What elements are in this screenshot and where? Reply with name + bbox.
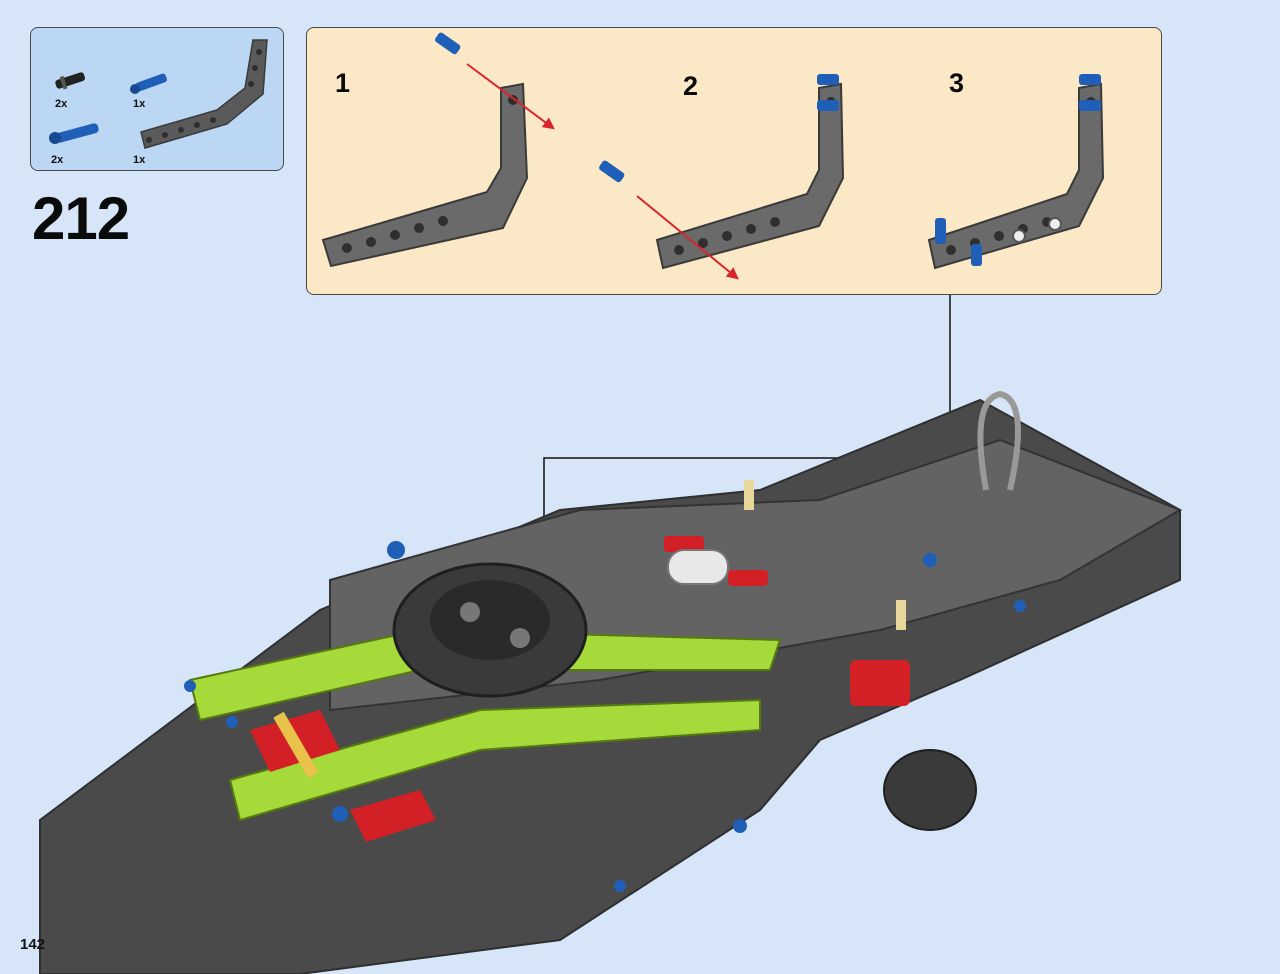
- main-model-illustration: [39, 390, 1183, 974]
- sub-step-number: 2: [683, 71, 699, 101]
- sub-step-1-illustration: [321, 32, 555, 268]
- part-qty: 2x: [51, 154, 64, 166]
- sub-assembly-illustration: [321, 32, 1105, 280]
- yellow-axle: [273, 711, 319, 779]
- part-qty: 1x: [133, 154, 146, 166]
- lime-beam: [228, 698, 761, 822]
- parts-illustration: [49, 39, 268, 149]
- page-number: 142: [20, 936, 46, 953]
- part-qty: 1x: [133, 98, 146, 110]
- step-number: 212: [32, 185, 130, 252]
- parts-list-box: 2x 1x 2x 1x: [30, 27, 284, 171]
- motor-unit: [883, 749, 977, 831]
- part-qty: 2x: [55, 98, 68, 110]
- shock-absorber: [667, 549, 729, 585]
- sub-step-3-illustration: [927, 74, 1105, 270]
- tan-axle: [744, 480, 754, 510]
- sub-step-2-illustration: [599, 74, 845, 280]
- sub-step-number: 3: [949, 68, 965, 98]
- black-connector-pin-icon: [55, 72, 86, 90]
- cable-loop: [977, 390, 1021, 491]
- red-part: [350, 790, 436, 842]
- red-part: [664, 536, 704, 552]
- bent-beam-icon: [140, 39, 268, 149]
- red-part: [850, 660, 910, 706]
- blue-long-pin-icon: [49, 123, 99, 144]
- red-part: [728, 570, 768, 586]
- sub-assembly-panel: 1 2 3: [306, 27, 1162, 295]
- blue-pins: [184, 541, 1026, 892]
- sub-step-number: 1: [335, 68, 351, 98]
- blue-axle-pin-icon: [130, 73, 167, 94]
- tan-axle: [896, 600, 906, 630]
